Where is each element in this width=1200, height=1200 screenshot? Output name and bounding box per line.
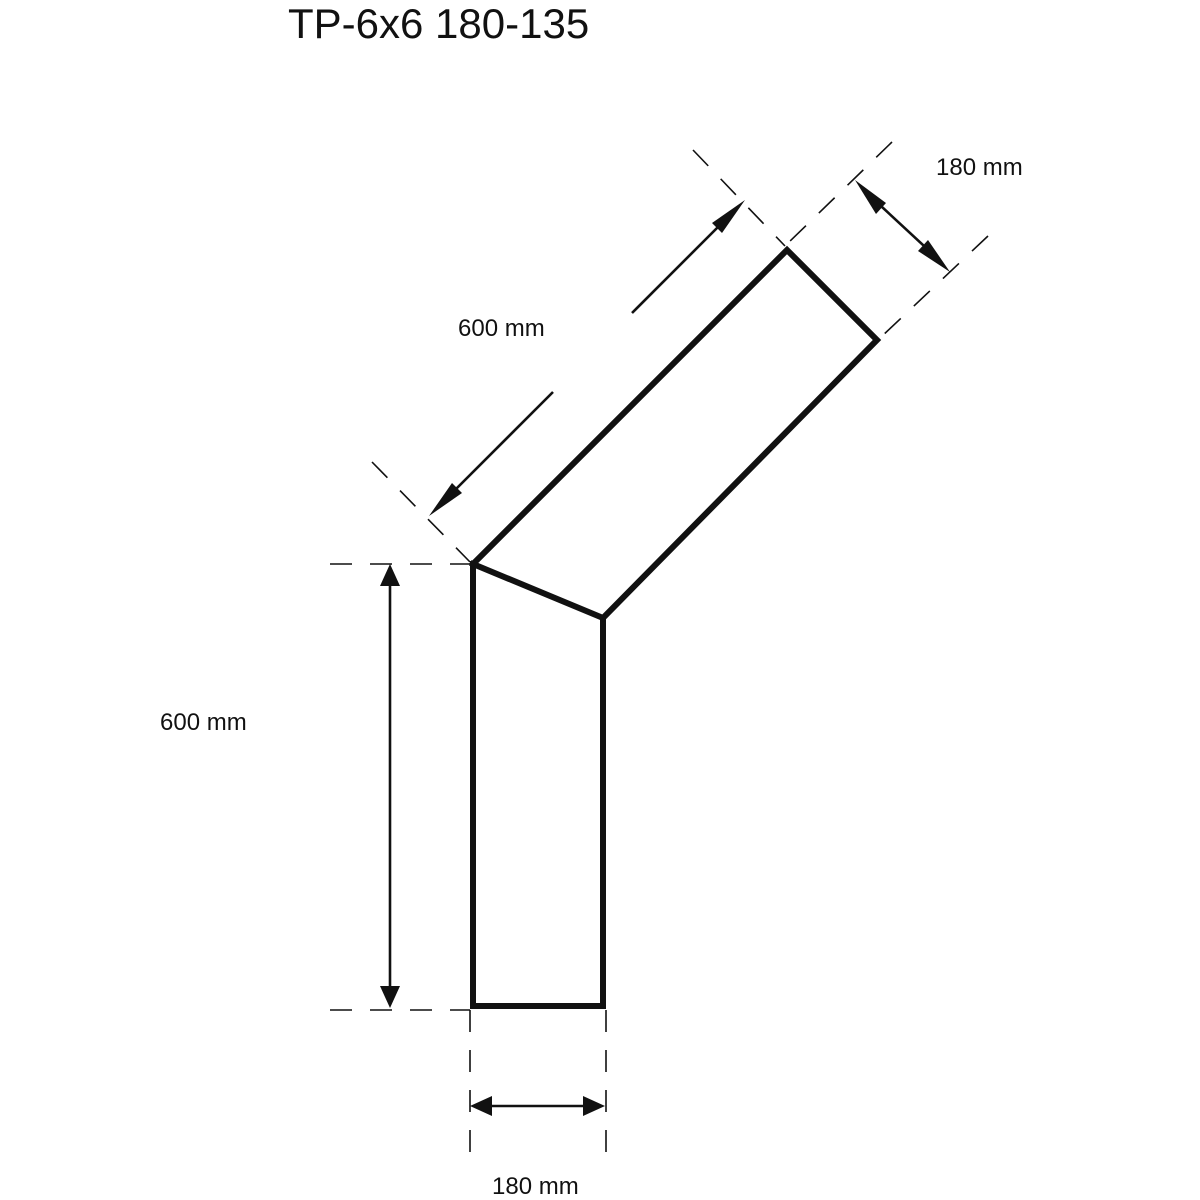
angled-length-label: 600 mm bbox=[458, 315, 545, 342]
vertical-leg-outline bbox=[470, 561, 606, 1009]
miter-joint-line bbox=[469, 560, 607, 622]
dimension-lines bbox=[380, 180, 950, 1116]
dim-angled-length-lower bbox=[444, 391, 554, 501]
drawing-title: TP-6x6 180-135 bbox=[288, 0, 589, 47]
ext-angled-bottom bbox=[371, 461, 471, 563]
angled-width-label: 180 mm bbox=[936, 154, 1023, 181]
ext-angled-top bbox=[692, 149, 786, 247]
arrowhead-angled-upper bbox=[712, 200, 745, 233]
angled-leg-outline bbox=[468, 245, 882, 623]
arrowhead-angled-lower bbox=[429, 483, 462, 516]
arrowhead-width-top bbox=[855, 180, 886, 214]
ext-width-right bbox=[879, 235, 989, 339]
bottom-width-label: 180 mm bbox=[492, 1173, 579, 1200]
ext-width-top bbox=[784, 141, 893, 247]
arrowhead-width-bottom bbox=[918, 240, 950, 272]
dim-angled-length-upper bbox=[631, 214, 731, 314]
vertical-length-label: 600 mm bbox=[160, 709, 247, 736]
arrowhead-vertical-top bbox=[380, 564, 400, 586]
arrowhead-vertical-bottom bbox=[380, 986, 400, 1008]
arrowhead-bottom-right bbox=[583, 1096, 605, 1116]
arrowhead-bottom-left bbox=[470, 1096, 492, 1116]
part-outline bbox=[468, 245, 882, 1009]
extension-lines bbox=[330, 141, 989, 1160]
